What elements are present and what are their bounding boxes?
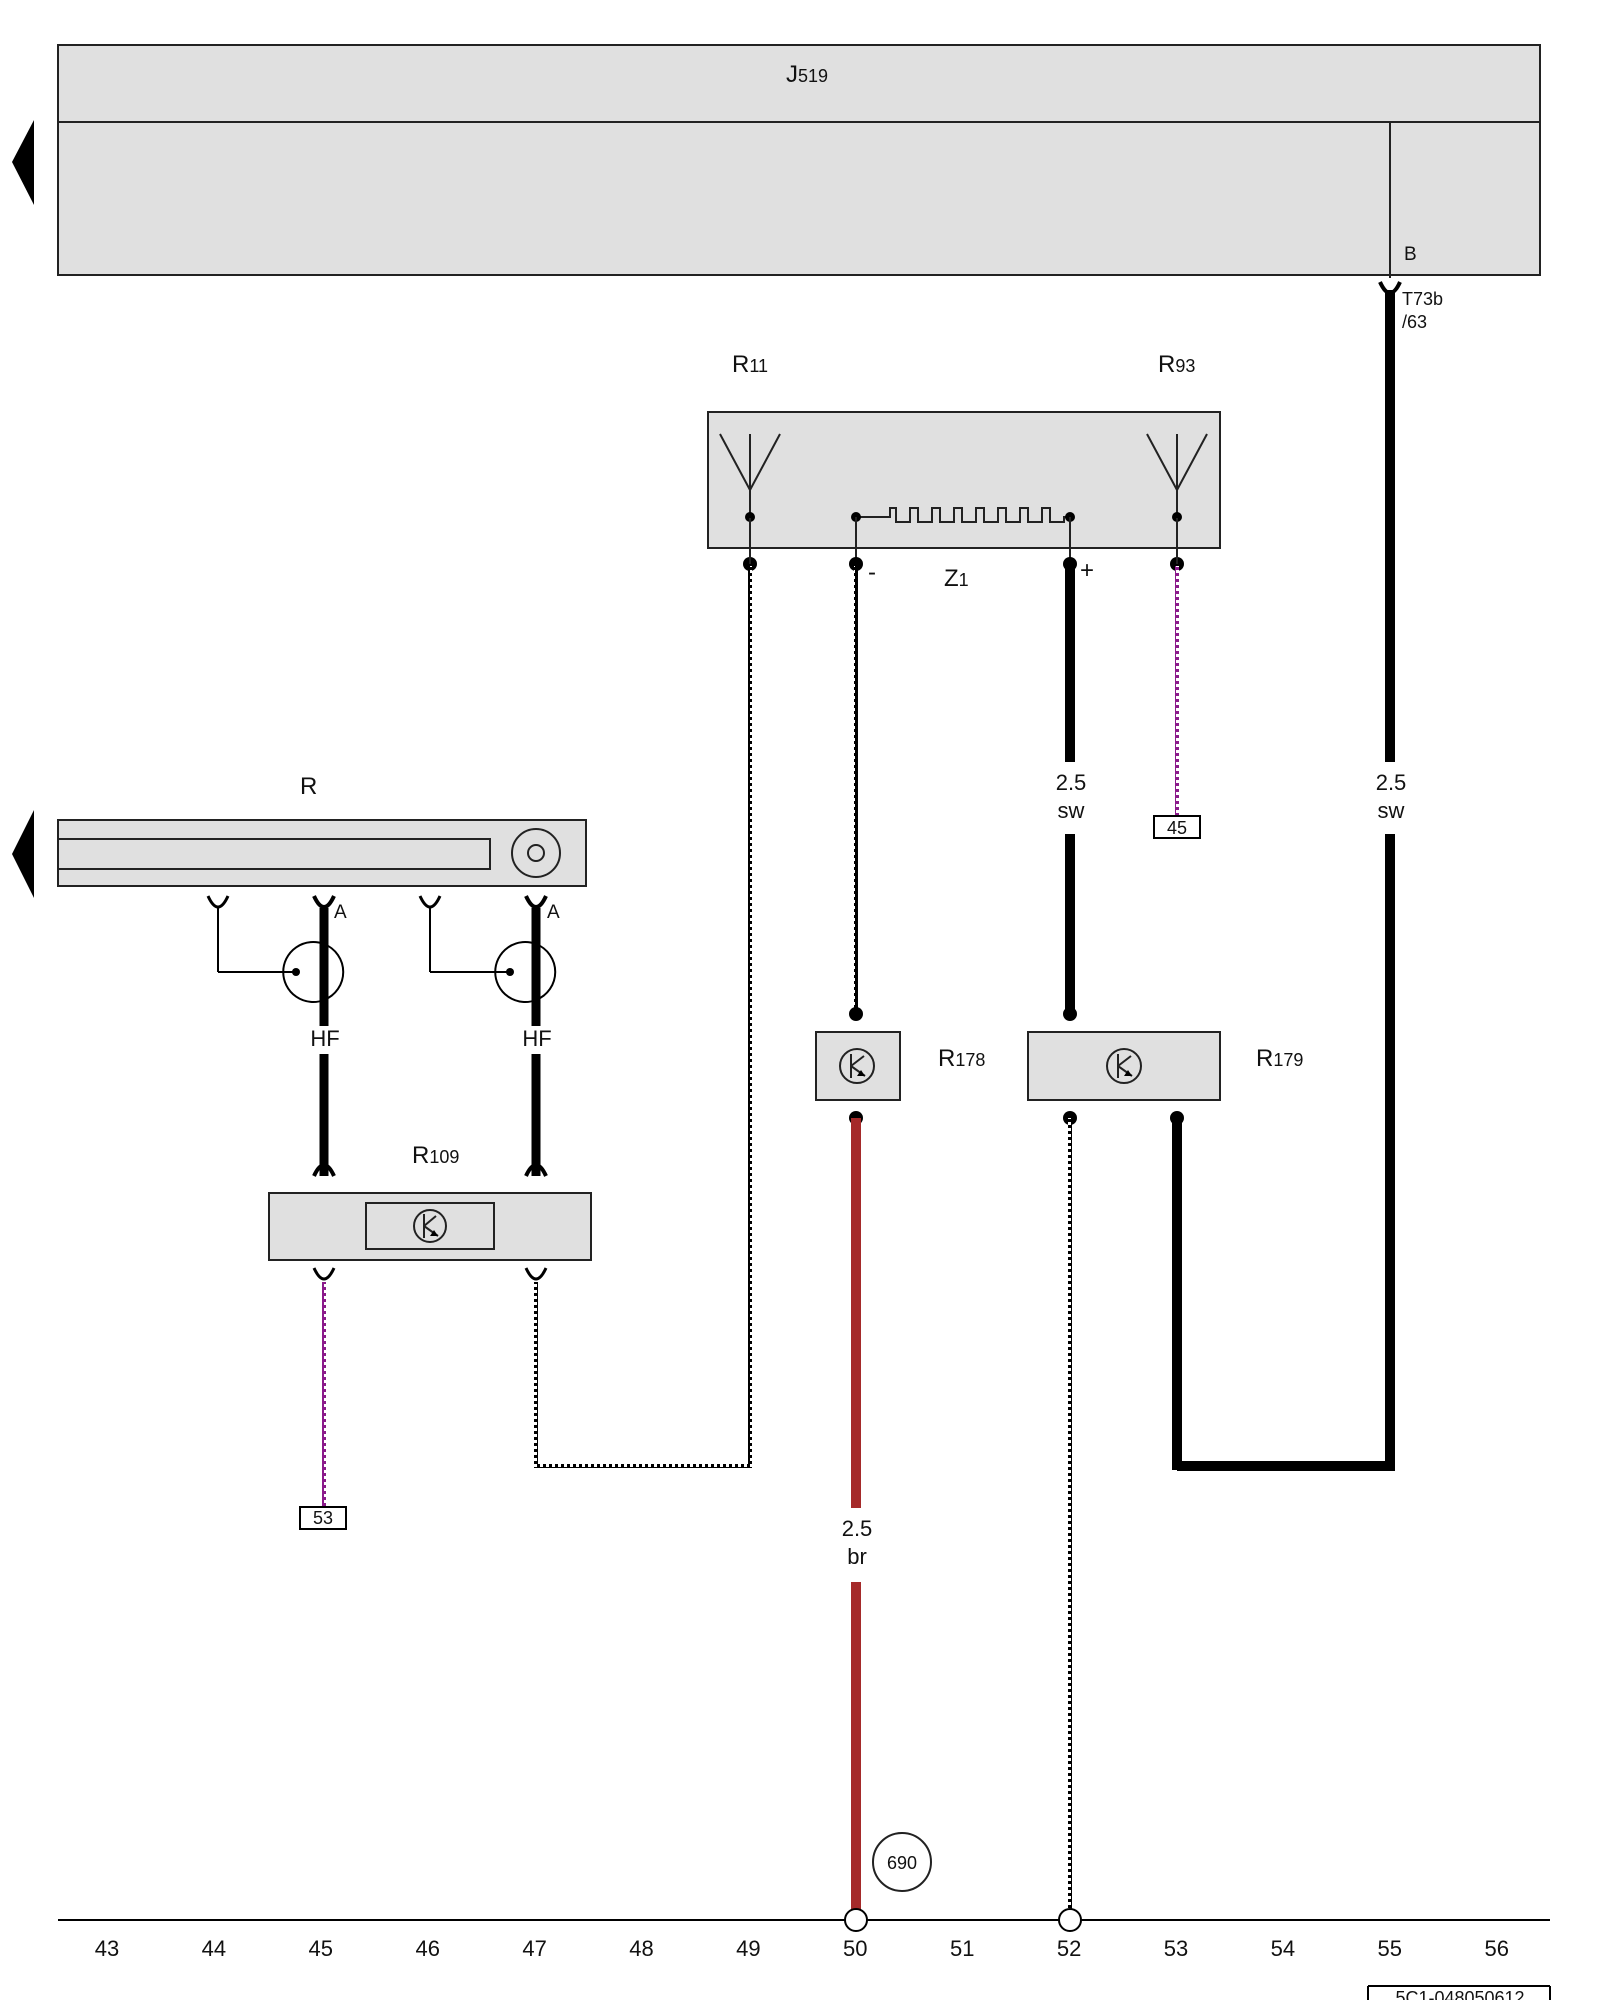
r93-label-main: R	[1158, 351, 1175, 378]
continuation-arrow-icon	[12, 120, 34, 205]
svg-text:R109: R109	[412, 1142, 459, 1169]
heater-element-icon	[851, 507, 1075, 564]
svg-text:J519: J519	[786, 61, 828, 88]
antenna-icon	[719, 433, 781, 522]
connector-socket-icon	[312, 1267, 336, 1281]
z1-minus-terminal: -	[868, 559, 876, 586]
grid-numbers: 43 44 45 46 47 48 49 50 51 52 53 54 55 56	[95, 1936, 1509, 1961]
j519-label-main: J	[786, 61, 798, 88]
ref-box-45: 45	[1167, 818, 1187, 838]
hf-coax-wires: HF HF	[217, 908, 557, 1176]
radio-pin-a1: A	[334, 902, 347, 923]
j519-connector-pin: /63	[1402, 312, 1427, 332]
connector-socket-icon	[206, 895, 230, 909]
grid-number: 49	[736, 1936, 760, 1961]
r109-label-main: R	[412, 1142, 429, 1169]
hf-wire-label-2: HF	[522, 1026, 551, 1051]
wire-r109-to-r11	[534, 566, 752, 1468]
grid-number: 56	[1484, 1936, 1508, 1961]
svg-text:R179: R179	[1256, 1045, 1303, 1072]
r178-label-sub: 178	[955, 1050, 985, 1070]
wire-size-z1-plus: 2.5	[1056, 770, 1087, 795]
continuation-arrow-icon	[12, 810, 34, 898]
radio-pin-a2: A	[547, 902, 560, 923]
radio-r-label: R	[300, 773, 317, 800]
r11-label-main: R	[732, 351, 749, 378]
j519-connector-label: T73b	[1402, 289, 1443, 309]
z1-label-sub: 1	[959, 570, 969, 590]
amplifier-icon	[1106, 1048, 1142, 1084]
antenna-amplifier-r109: R109	[268, 1142, 592, 1281]
r178-label-main: R	[938, 1045, 955, 1072]
amplifier-r179: R179	[1027, 1031, 1303, 1125]
grid-number: 50	[843, 1936, 867, 1961]
z1-plus-terminal: +	[1080, 557, 1094, 584]
grid-number: 47	[522, 1936, 546, 1961]
grid-number: 45	[309, 1936, 333, 1961]
control-unit-j519: J519 B T73b /63	[12, 44, 1541, 332]
grid-number: 44	[202, 1936, 226, 1961]
grid-number: 52	[1057, 1936, 1081, 1961]
antenna-module-r11-r93: R11 R93 - + Z1	[707, 351, 1221, 592]
z1-label-main: Z	[944, 565, 959, 592]
grid-number: 43	[95, 1936, 119, 1961]
r109-label-sub: 109	[429, 1147, 459, 1167]
grid-number: 54	[1271, 1936, 1295, 1961]
connector-socket-icon	[524, 1163, 548, 1177]
r11-label-sub: 11	[749, 356, 768, 376]
j519-label-sub: 519	[798, 66, 828, 86]
hf-wire-label-1: HF	[310, 1026, 339, 1051]
svg-text:R178: R178	[938, 1045, 985, 1072]
svg-text:Z1: Z1	[944, 565, 969, 592]
radio-r: R A A	[12, 773, 587, 923]
document-id: 5C1-048050612	[1395, 1988, 1524, 2000]
connector-socket-icon	[524, 895, 548, 909]
connector-socket-icon	[312, 895, 336, 909]
grid-number: 48	[629, 1936, 653, 1961]
ground-point-icon	[872, 1832, 932, 1892]
svg-text:R11: R11	[732, 351, 768, 378]
svg-text:R93: R93	[1158, 351, 1195, 378]
wire-violet-45	[1175, 566, 1179, 816]
j519-pin-b: B	[1404, 244, 1417, 265]
r179-label-main: R	[1256, 1045, 1273, 1072]
wire-violet-53	[322, 1282, 326, 1510]
wire-color-r178: br	[847, 1544, 867, 1569]
ground-point-label: 690	[887, 1853, 917, 1873]
wire-size-r178: 2.5	[842, 1516, 873, 1541]
antenna-icon	[1146, 433, 1208, 522]
amplifier-r178: R178	[815, 1031, 985, 1125]
grid-number: 55	[1378, 1936, 1402, 1961]
amplifier-icon	[413, 1209, 447, 1243]
wire-j519-2-5-sw: 2.5 sw	[1172, 290, 1407, 1471]
ref-box-53: 53	[313, 1508, 333, 1528]
wire-z1-plus-2-5-sw: 2.5 sw	[1056, 566, 1087, 1021]
wire-r178-2-5-br: 2.5 br	[842, 1118, 873, 1910]
grid-number: 46	[415, 1936, 439, 1961]
wire-z1-minus-to-r178	[854, 566, 858, 1014]
connector-socket-icon	[418, 895, 442, 909]
wire-size-j519: 2.5	[1376, 770, 1407, 795]
wire-r179-to-ground	[1068, 1118, 1072, 1910]
connector-socket-icon	[312, 1163, 336, 1177]
grid-number: 53	[1164, 1936, 1188, 1961]
connector-socket-icon	[524, 1267, 548, 1281]
wire-color-j519: sw	[1378, 798, 1405, 823]
r179-label-sub: 179	[1273, 1050, 1303, 1070]
grid-number: 51	[950, 1936, 974, 1961]
amplifier-icon	[839, 1048, 875, 1084]
r93-label-sub: 93	[1175, 356, 1195, 376]
wire-color-z1-plus: sw	[1058, 798, 1085, 823]
